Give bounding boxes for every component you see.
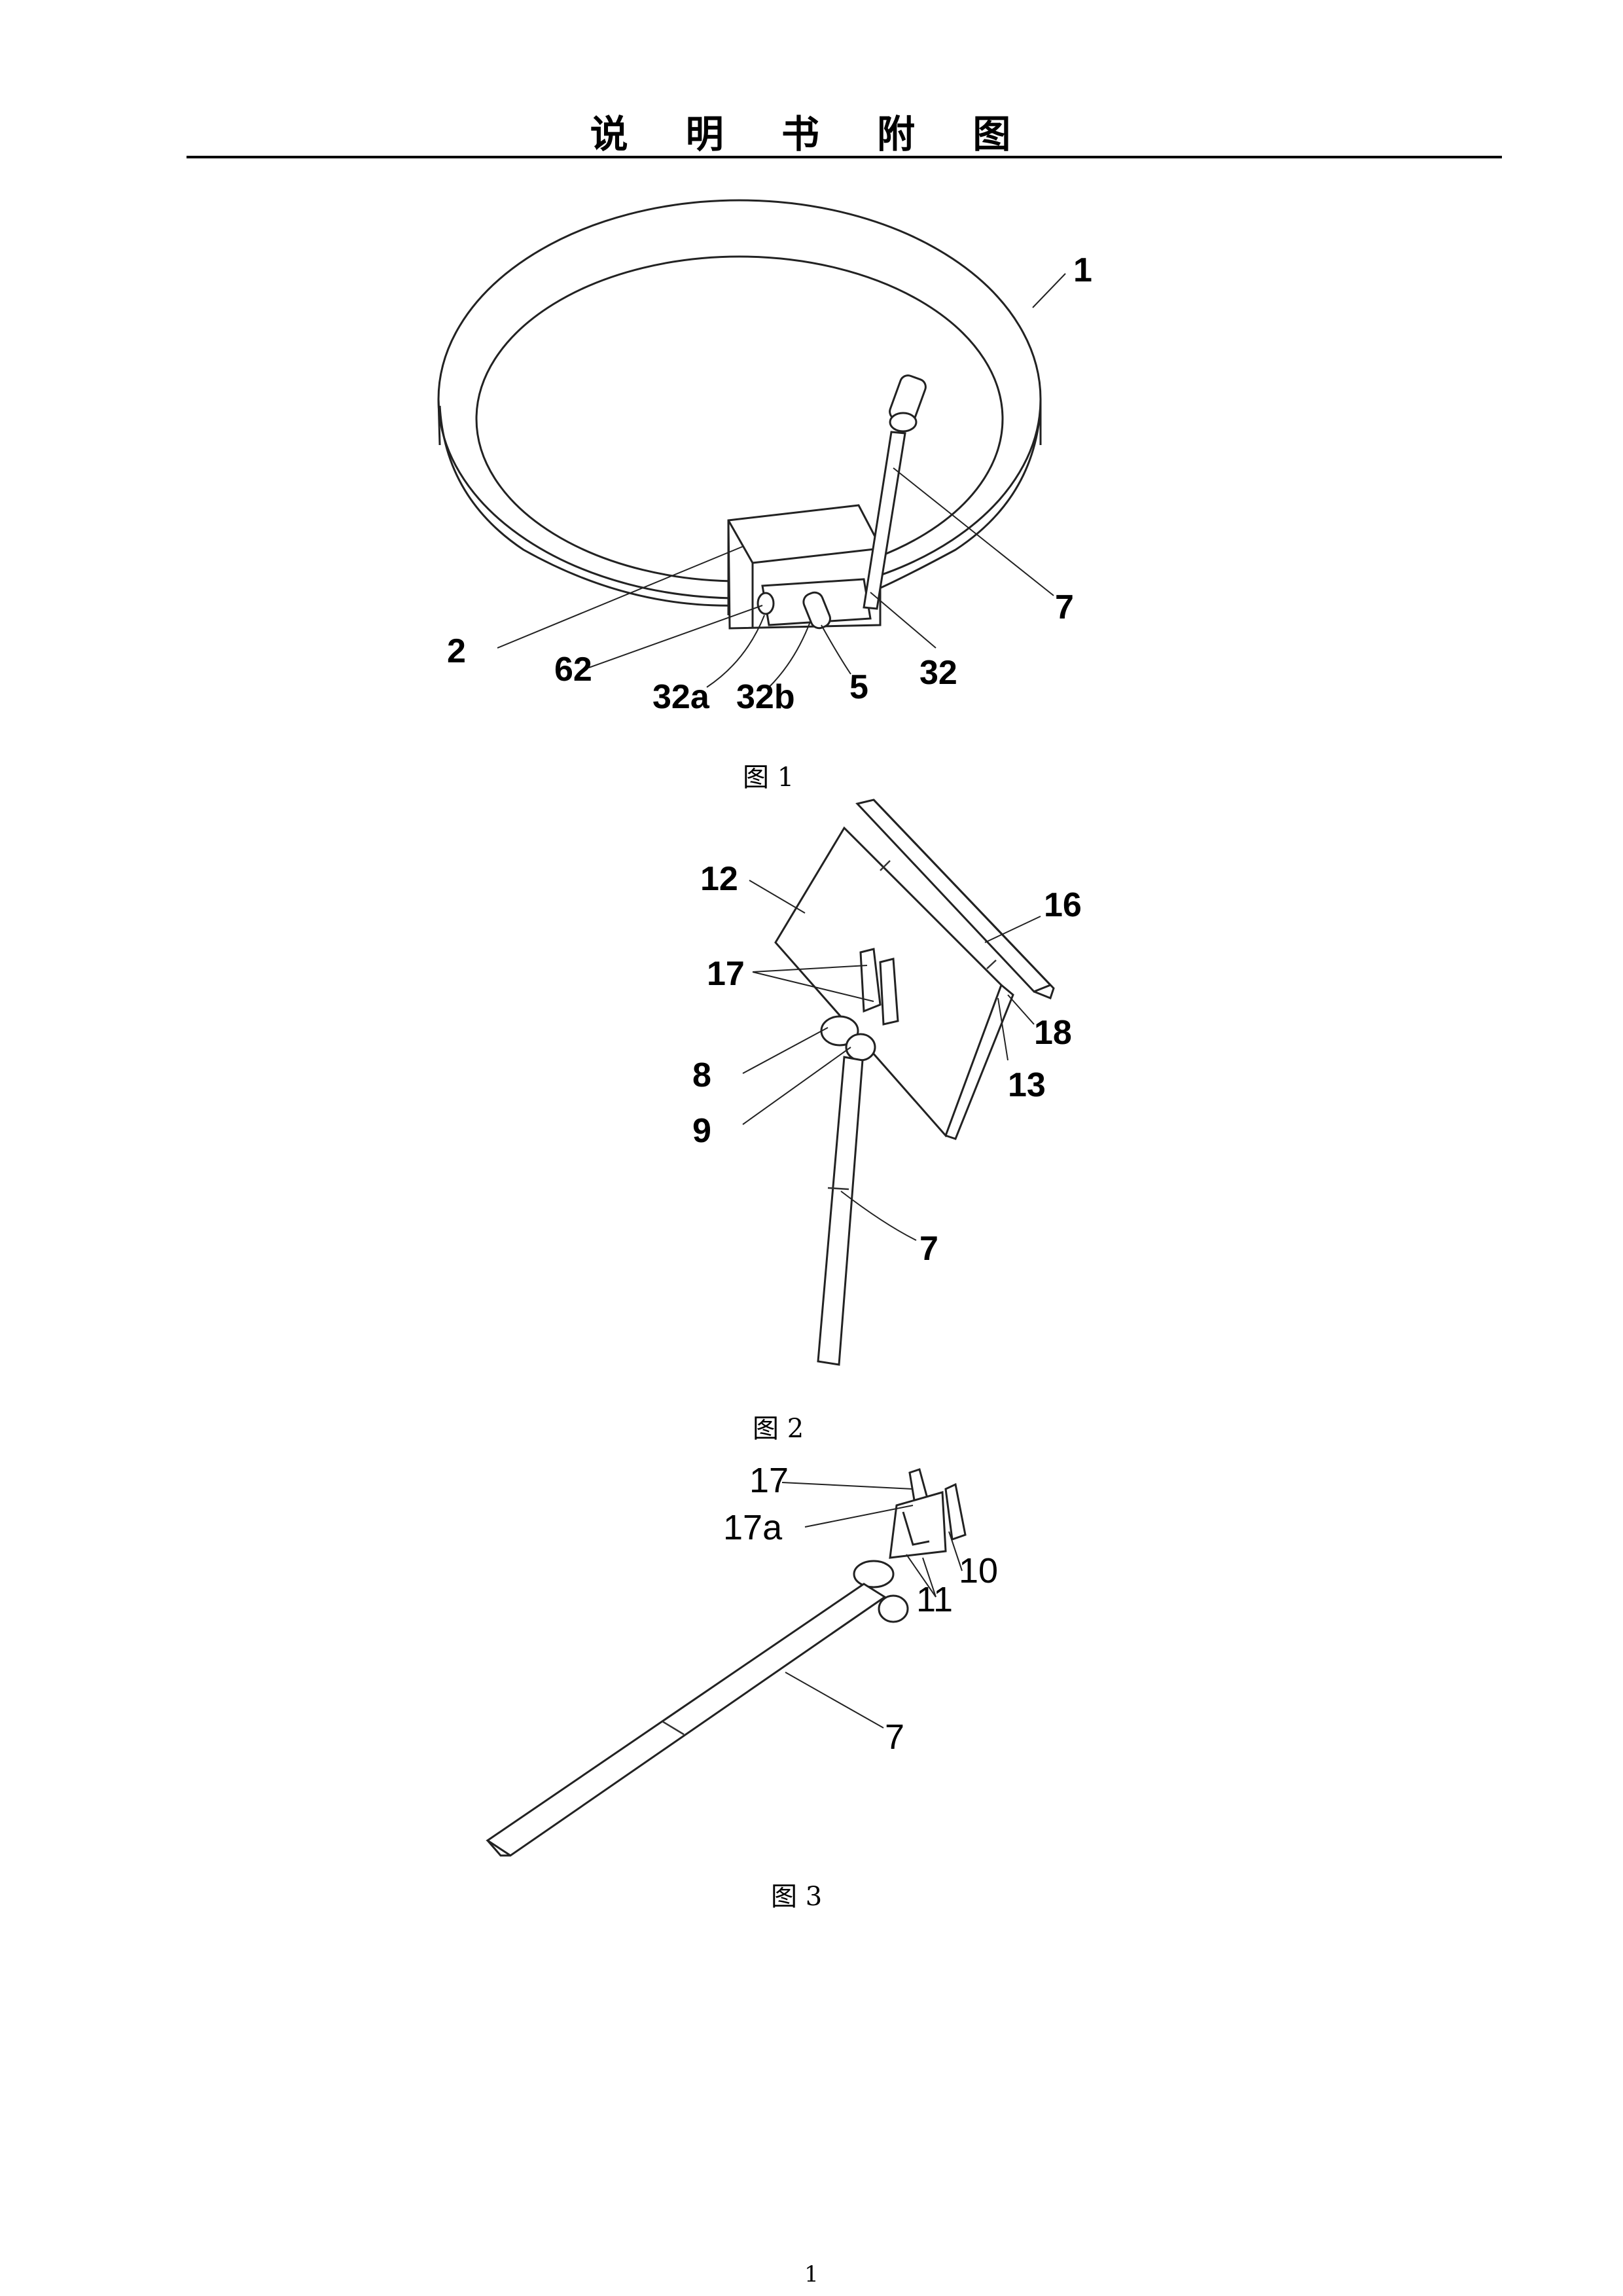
ring-outer-bottom-left	[438, 405, 740, 607]
rod	[817, 1056, 864, 1366]
clip-body	[889, 1491, 947, 1559]
label-17-fig3: 17	[749, 1461, 789, 1500]
header-divider	[187, 156, 1502, 158]
label-62: 62	[554, 651, 592, 689]
label-18: 18	[1034, 1014, 1072, 1052]
figure-1-drawing	[437, 199, 1066, 688]
label-32: 32	[919, 654, 957, 692]
pivot-sleeve	[853, 1560, 895, 1588]
figure-3-caption: 图 3	[771, 1882, 823, 1912]
label-17: 17	[707, 955, 745, 993]
label-2: 2	[447, 632, 466, 670]
clip-arm-10	[944, 1482, 967, 1541]
label-7: 7	[1055, 588, 1074, 626]
label-10: 10	[959, 1551, 998, 1590]
label-11: 11	[916, 1580, 953, 1619]
label-17a: 17a	[723, 1508, 783, 1547]
label-9: 9	[692, 1112, 711, 1150]
figure-2-drawing	[742, 798, 1055, 1366]
label-7-fig2: 7	[919, 1230, 938, 1268]
rod	[486, 1583, 887, 1857]
rod-joint	[889, 412, 918, 433]
label-12: 12	[700, 860, 738, 898]
rod	[863, 431, 906, 610]
ring-left-edge	[437, 399, 441, 446]
page-number: 1	[804, 2261, 819, 2287]
label-13: 13	[1008, 1066, 1046, 1104]
pivot-knob	[878, 1594, 909, 1623]
clip-left	[859, 948, 882, 1013]
clip-right	[879, 958, 899, 1026]
label-7-fig3: 7	[885, 1717, 904, 1757]
figure-1-caption: 图 1	[743, 762, 794, 793]
pin	[802, 591, 831, 630]
label-32a: 32a	[652, 678, 710, 716]
page-title: 说 明 书 附 图	[590, 112, 1033, 156]
label-16: 16	[1044, 886, 1082, 924]
label-5: 5	[849, 668, 868, 706]
label-8: 8	[692, 1056, 711, 1094]
figure-3-drawing	[486, 1468, 967, 1857]
figure-2-caption: 图 2	[753, 1414, 804, 1444]
label-1: 1	[1073, 251, 1092, 289]
port-hole	[757, 592, 775, 615]
label-32b: 32b	[736, 678, 795, 716]
plate-edge	[945, 984, 1014, 1140]
